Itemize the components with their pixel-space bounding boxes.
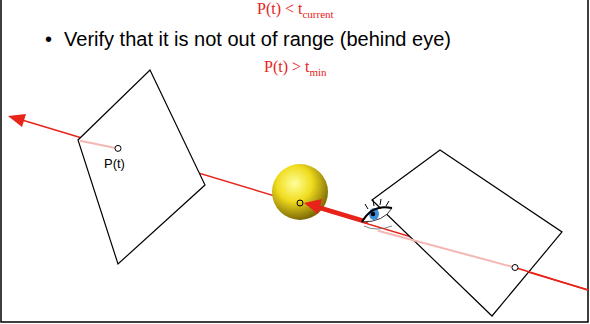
bullet-point: • Verify that it is not out of range (beh… (45, 28, 451, 51)
view-arrow (318, 207, 368, 222)
sphere (272, 164, 328, 220)
ray-line (515, 268, 588, 291)
hidden-ray-segment (80, 141, 118, 149)
ray-arrowhead (8, 114, 26, 127)
point-label: P(t) (104, 156, 125, 171)
formula-subscript: current (302, 8, 333, 20)
formula-text: P(t) > t (264, 58, 309, 75)
formula-subscript: min (309, 66, 326, 78)
formula-text: P(t) < t (257, 0, 302, 17)
point-label: P(t) (104, 156, 125, 171)
sphere-hit-point (297, 200, 303, 206)
hidden-ray-segment (378, 231, 515, 268)
condition-formula: P(t) > tmin (264, 58, 327, 76)
view-arrowhead (304, 199, 322, 214)
bullet: • (45, 28, 52, 50)
bullet-text: Verify that it is not out of range (behi… (64, 28, 451, 50)
far-plane (78, 70, 205, 264)
behind-point (512, 265, 518, 271)
intersection-point (115, 145, 121, 151)
eye-icon (362, 199, 392, 229)
near-plane (372, 150, 562, 316)
condition-formula: P(t) < tcurrent (257, 0, 334, 18)
